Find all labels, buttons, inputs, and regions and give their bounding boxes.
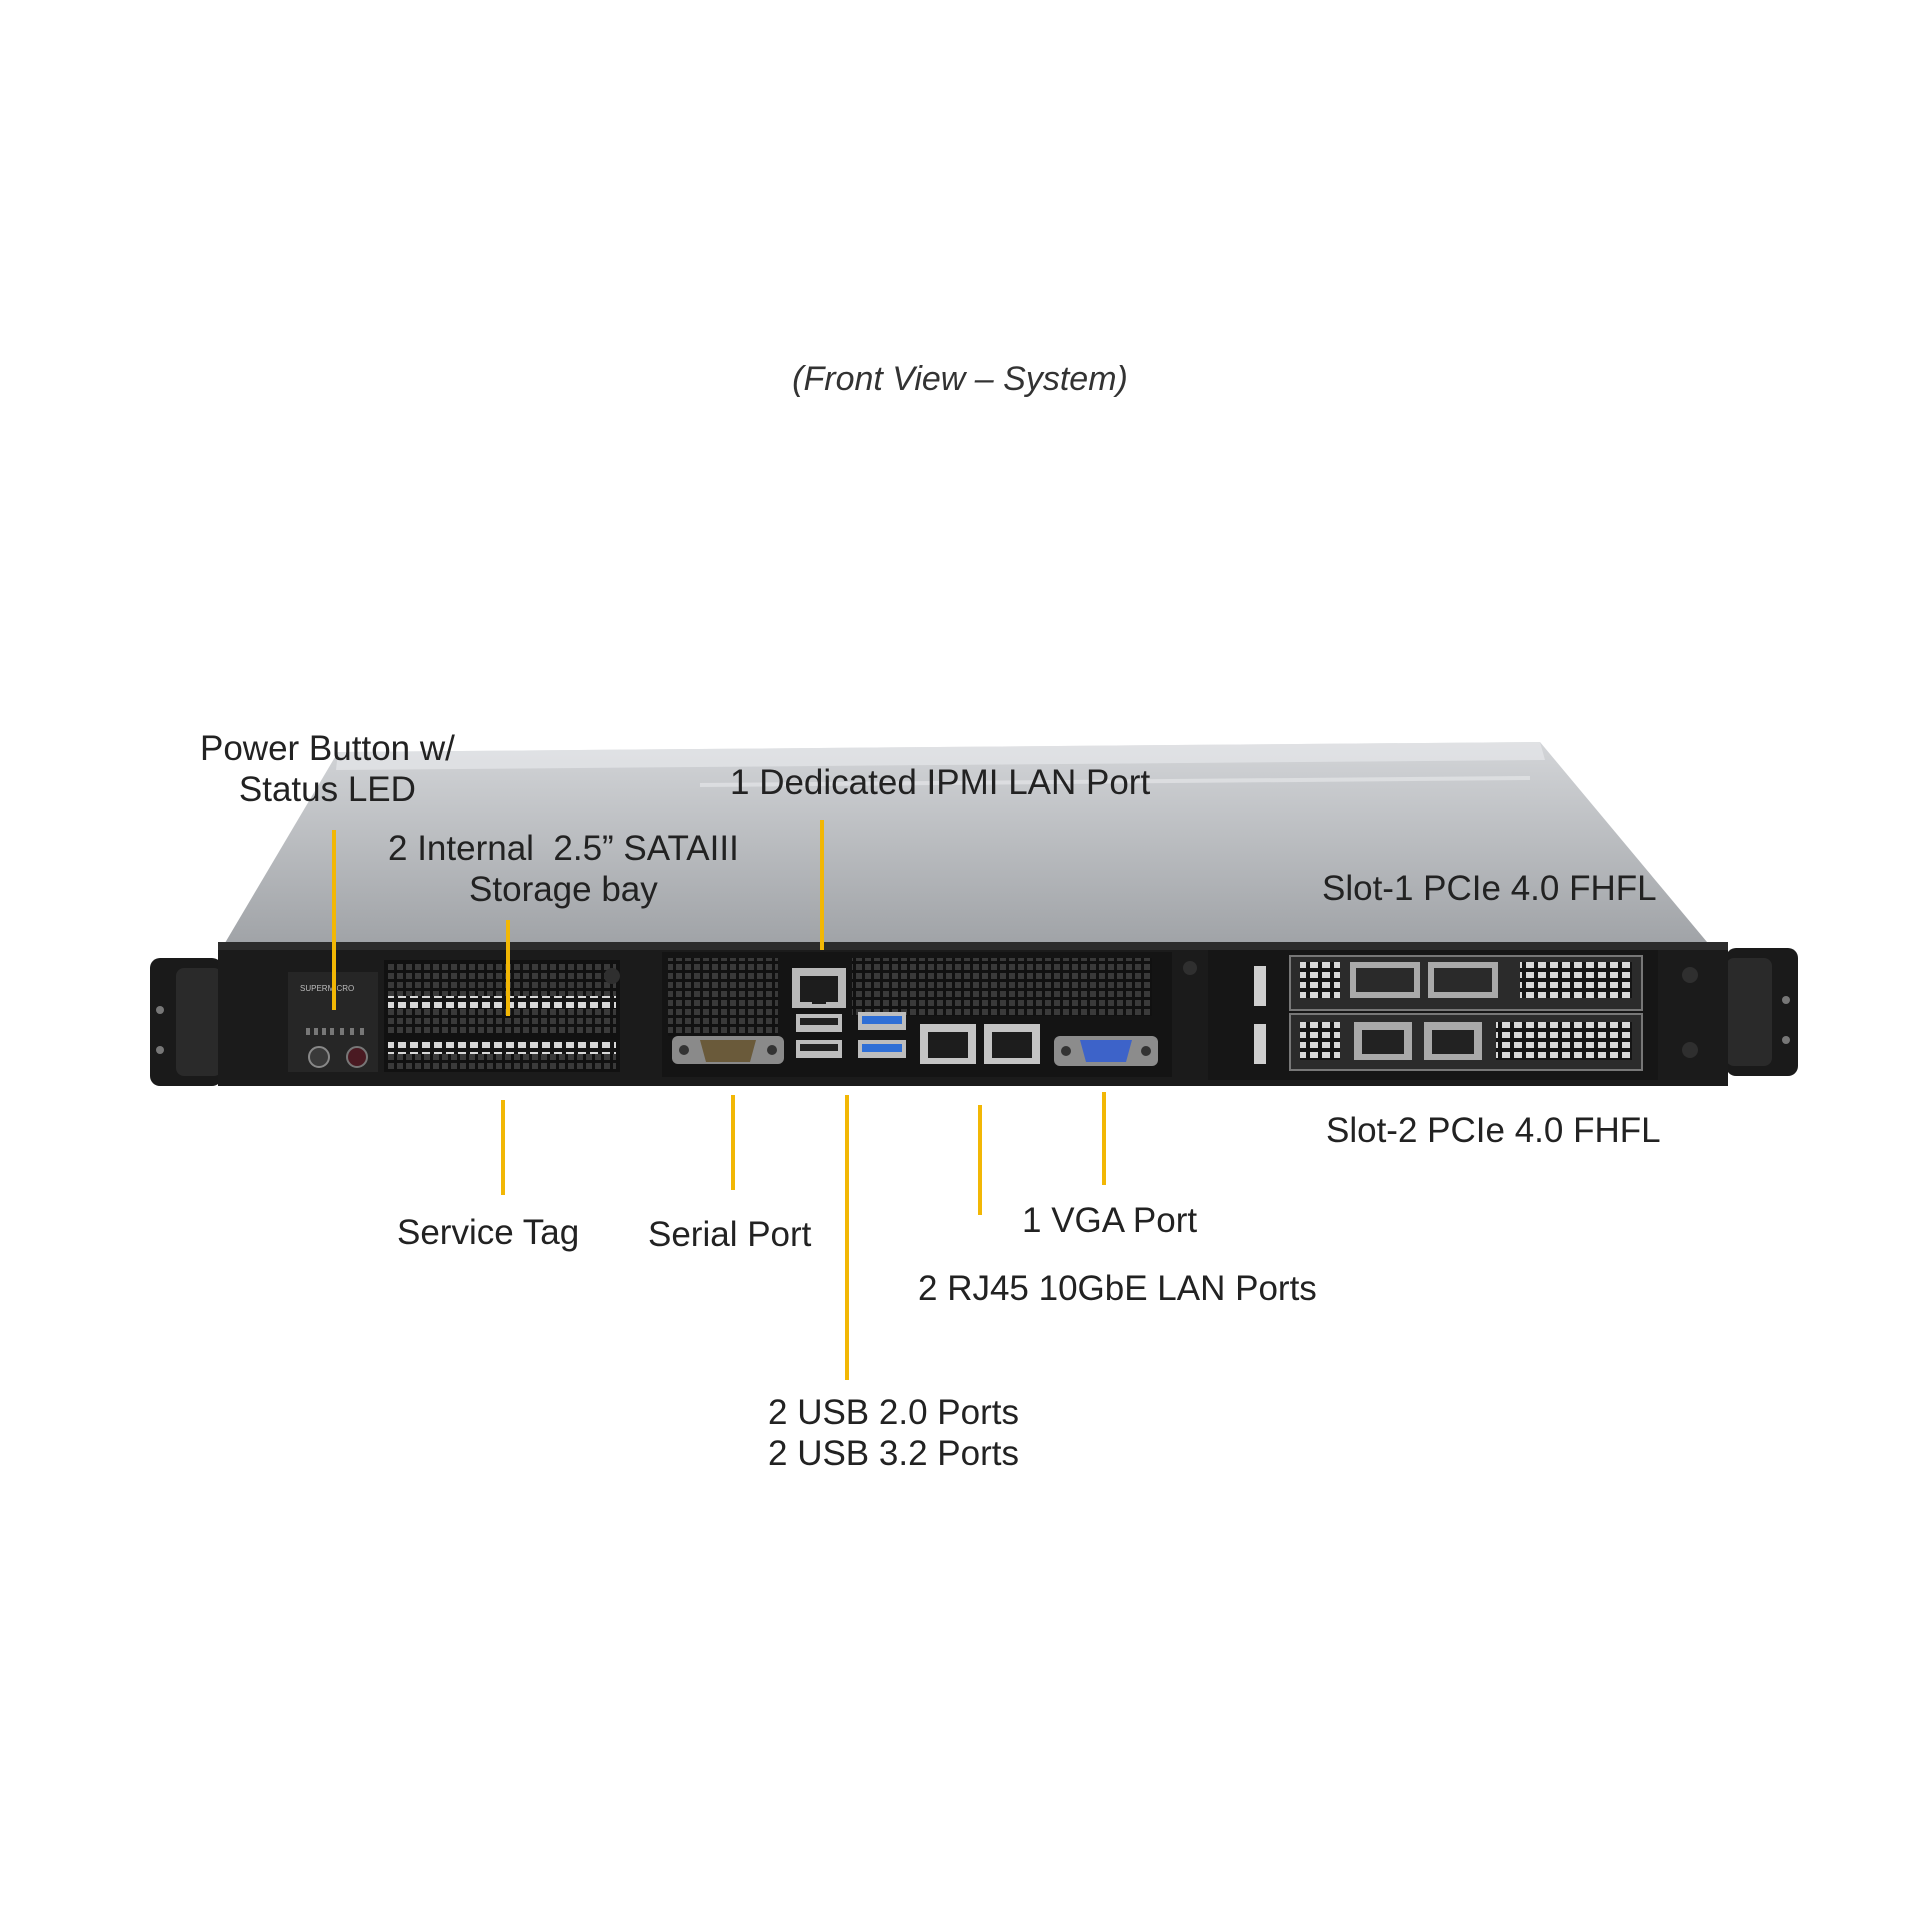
- label-storage-bay: 2 Internal 2.5” SATAIII Storage bay: [388, 829, 739, 909]
- chassis-top-cover: [222, 742, 1712, 948]
- label-ipmi-lan: 1 Dedicated IPMI LAN Port: [730, 763, 1151, 802]
- label-serial-port: Serial Port: [648, 1215, 812, 1254]
- vga-port-connector: [1054, 1036, 1158, 1066]
- label-vga-port: 1 VGA Port: [1022, 1201, 1198, 1240]
- label-service-tag: Service Tag: [397, 1213, 580, 1252]
- pcie-slot-1-bracket: [1289, 955, 1643, 1011]
- rj45-10gbe-ports: [920, 1024, 1040, 1064]
- label-lan-ports: 2 RJ45 10GbE LAN Ports: [918, 1269, 1317, 1308]
- label-power-button: Power Button w/ Status LED: [200, 729, 455, 809]
- label-pcie-slot-2: Slot-2 PCIe 4.0 FHFL: [1326, 1111, 1661, 1150]
- storage-bay-grille: [384, 960, 620, 1072]
- figure-caption: (Front View – System): [792, 360, 1128, 398]
- ipmi-lan-connector: [792, 968, 846, 1008]
- power-button: [346, 1046, 368, 1068]
- label-pcie-slot-1: Slot-1 PCIe 4.0 FHFL: [1322, 869, 1657, 908]
- callout-leaders: [332, 820, 1106, 1380]
- label-usb-ports: 2 USB 2.0 Ports 2 USB 3.2 Ports: [768, 1393, 1019, 1473]
- right-rack-ear: [1726, 948, 1798, 1076]
- usb-2-ports: [796, 1014, 842, 1058]
- serial-port-connector: [672, 1036, 784, 1064]
- front-control-panel: SUPERMICRO: [288, 972, 378, 1072]
- usb-3-ports: [858, 1012, 906, 1058]
- pcie-slot-2-bracket: [1289, 1013, 1643, 1071]
- chassis-brand-logo: SUPERMICRO: [300, 984, 354, 993]
- reset-button: [308, 1046, 330, 1068]
- left-rack-ear: [150, 958, 222, 1086]
- pcie-slot-area: [1208, 950, 1698, 1080]
